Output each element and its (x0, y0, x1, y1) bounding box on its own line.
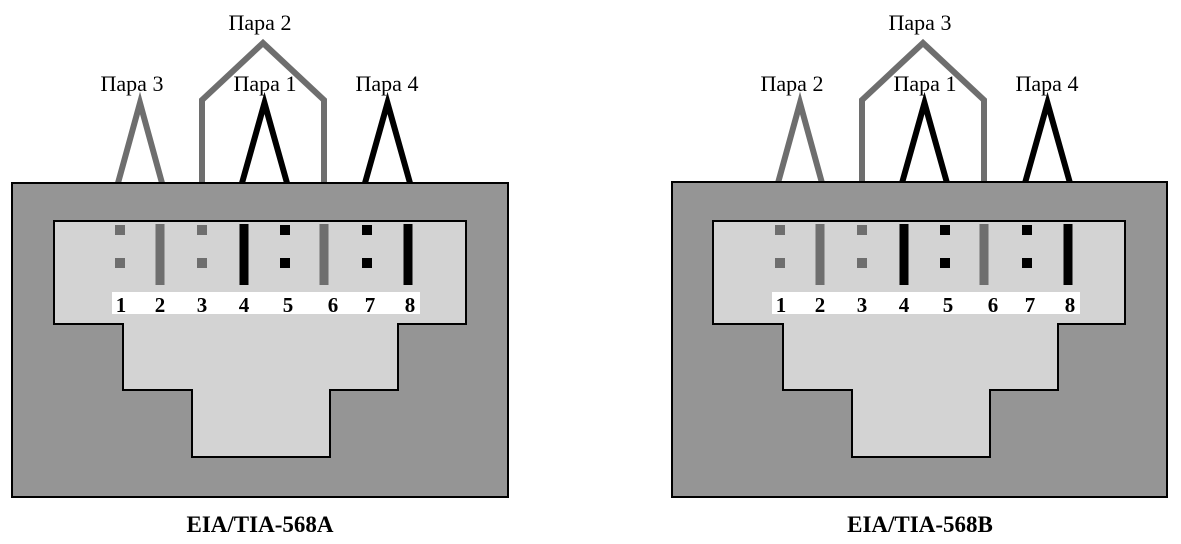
pin-number-5: 5 (283, 293, 294, 317)
pair-label-center: Пара 1 (234, 71, 297, 96)
pin-number-4: 4 (239, 293, 250, 317)
pin-contact-5 (280, 225, 290, 268)
pin-number-8: 8 (405, 293, 416, 317)
standard-title: EIA/TIA-568A (187, 512, 334, 537)
pin-number-8: 8 (1065, 293, 1076, 317)
connector-diagram-568a: 1 2 3 4 5 6 7 8 Пара 3 Пара 2 Пара 1 Пар… (11, 10, 509, 537)
pair-label-right: Пара 4 (1016, 71, 1079, 96)
pin-number-7: 7 (365, 293, 376, 317)
pin-contact-4 (899, 224, 909, 285)
pair-wire-4 (362, 91, 413, 184)
pin-numbers: 1 2 3 4 5 6 7 8 (116, 293, 416, 317)
pair-label-top: Пара 2 (229, 10, 292, 35)
pin-contact-7 (362, 225, 372, 268)
pin-number-strip (772, 292, 1080, 314)
pair-label-right: Пара 4 (356, 71, 419, 96)
pair-wire-1 (115, 91, 165, 184)
pair-label-left: Пара 2 (761, 71, 824, 96)
pin-number-4: 4 (899, 293, 910, 317)
pin-number-5: 5 (943, 293, 954, 317)
pair-label-left: Пара 3 (101, 71, 164, 96)
pin-contact-2 (815, 224, 825, 285)
pin-number-3: 3 (857, 293, 868, 317)
pair-wire-1 (775, 91, 825, 184)
pin-contacts (775, 224, 1073, 285)
pin-contact-3 (857, 225, 867, 268)
pin-numbers: 1 2 3 4 5 6 7 8 (776, 293, 1076, 317)
pin-number-1: 1 (776, 293, 787, 317)
pin-number-1: 1 (116, 293, 127, 317)
pin-contact-8 (1063, 224, 1073, 285)
pin-number-2: 2 (815, 293, 826, 317)
pin-number-3: 3 (197, 293, 208, 317)
pin-contact-8 (403, 224, 413, 285)
connector-diagram-568b: 1 2 3 4 5 6 7 8 Пара 2 Пара 3 Пара 1 Пар… (671, 10, 1168, 537)
pair-labels: Пара 2 Пара 3 Пара 1 Пара 4 (761, 10, 1079, 96)
pin-number-strip (112, 292, 420, 314)
pin-contact-6 (979, 224, 989, 285)
pair-label-center: Пара 1 (894, 71, 957, 96)
pair-wire-2 (859, 38, 987, 183)
pin-contact-4 (239, 224, 249, 285)
pin-number-6: 6 (328, 293, 339, 317)
standard-title: EIA/TIA-568B (847, 512, 993, 537)
pair-wires (775, 38, 1073, 184)
pin-contact-1 (115, 225, 125, 268)
pin-number-2: 2 (155, 293, 166, 317)
pair-wire-3 (239, 91, 290, 184)
pair-wires (115, 38, 413, 184)
pair-wire-4 (1022, 91, 1073, 184)
pin-contact-3 (197, 225, 207, 268)
pin-number-7: 7 (1025, 293, 1036, 317)
pair-wire-2 (199, 38, 327, 183)
pair-label-top: Пара 3 (889, 10, 952, 35)
pair-wire-3 (899, 91, 950, 184)
pin-contact-6 (319, 224, 329, 285)
pin-contact-1 (775, 225, 785, 268)
pair-labels: Пара 3 Пара 2 Пара 1 Пара 4 (101, 10, 419, 96)
pin-contacts (115, 224, 413, 285)
pin-number-6: 6 (988, 293, 999, 317)
pin-contact-5 (940, 225, 950, 268)
pin-contact-2 (155, 224, 165, 285)
pin-contact-7 (1022, 225, 1032, 268)
